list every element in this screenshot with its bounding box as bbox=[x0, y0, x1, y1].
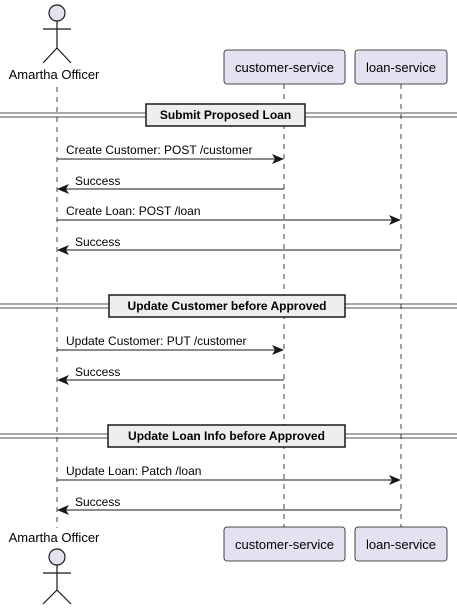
message-1-label: Create Customer: POST /customer bbox=[66, 143, 253, 157]
participant-loan-top-box bbox=[354, 49, 448, 85]
message-2: Success bbox=[57, 174, 284, 194]
participant-loan-bottom: loan-service bbox=[366, 537, 436, 552]
message-7-label: Update Loan: Patch /loan bbox=[66, 464, 201, 478]
participant-customer-top: customer-service bbox=[235, 60, 334, 75]
message-8: Success bbox=[57, 495, 401, 515]
participant-customer-top-box bbox=[223, 49, 346, 85]
actor-bottom bbox=[42, 548, 72, 605]
actor-head-icon bbox=[48, 4, 66, 22]
message-6-label: Success bbox=[75, 365, 120, 379]
section-title-2: Update Customer before Approved bbox=[128, 299, 327, 313]
message-8-label: Success bbox=[75, 495, 120, 509]
message-4: Success bbox=[57, 235, 401, 255]
message-7: Update Loan: Patch /loan bbox=[57, 464, 401, 485]
message-6: Success bbox=[57, 365, 284, 385]
message-1: Create Customer: POST /customer bbox=[57, 143, 284, 164]
section-title-1: Submit Proposed Loan bbox=[160, 108, 291, 122]
participant-loan-top: loan-service bbox=[366, 60, 436, 75]
message-3-label: Create Loan: POST /loan bbox=[66, 204, 201, 218]
participant-customer-bottom: customer-service bbox=[235, 537, 334, 552]
participant-loan-bottom-box bbox=[354, 526, 448, 562]
message-3: Create Loan: POST /loan bbox=[57, 204, 401, 225]
message-4-label: Success bbox=[75, 235, 120, 249]
section-divider-1: Submit Proposed Loan bbox=[0, 103, 457, 127]
message-5: Update Customer: PUT /customer bbox=[57, 334, 284, 355]
actor-top bbox=[42, 4, 72, 64]
section-divider-3: Update Loan Info before Approved bbox=[0, 424, 457, 448]
section-title-3: Update Loan Info before Approved bbox=[128, 429, 325, 443]
participant-officer-top: Amartha Officer bbox=[9, 67, 100, 82]
participant-officer-bottom: Amartha Officer bbox=[9, 530, 100, 545]
section-divider-2: Update Customer before Approved bbox=[0, 294, 457, 318]
actor-head-bottom-icon bbox=[48, 548, 66, 566]
message-5-label: Update Customer: PUT /customer bbox=[66, 334, 247, 348]
participant-customer-bottom-box bbox=[223, 526, 346, 562]
message-2-label: Success bbox=[75, 174, 120, 188]
